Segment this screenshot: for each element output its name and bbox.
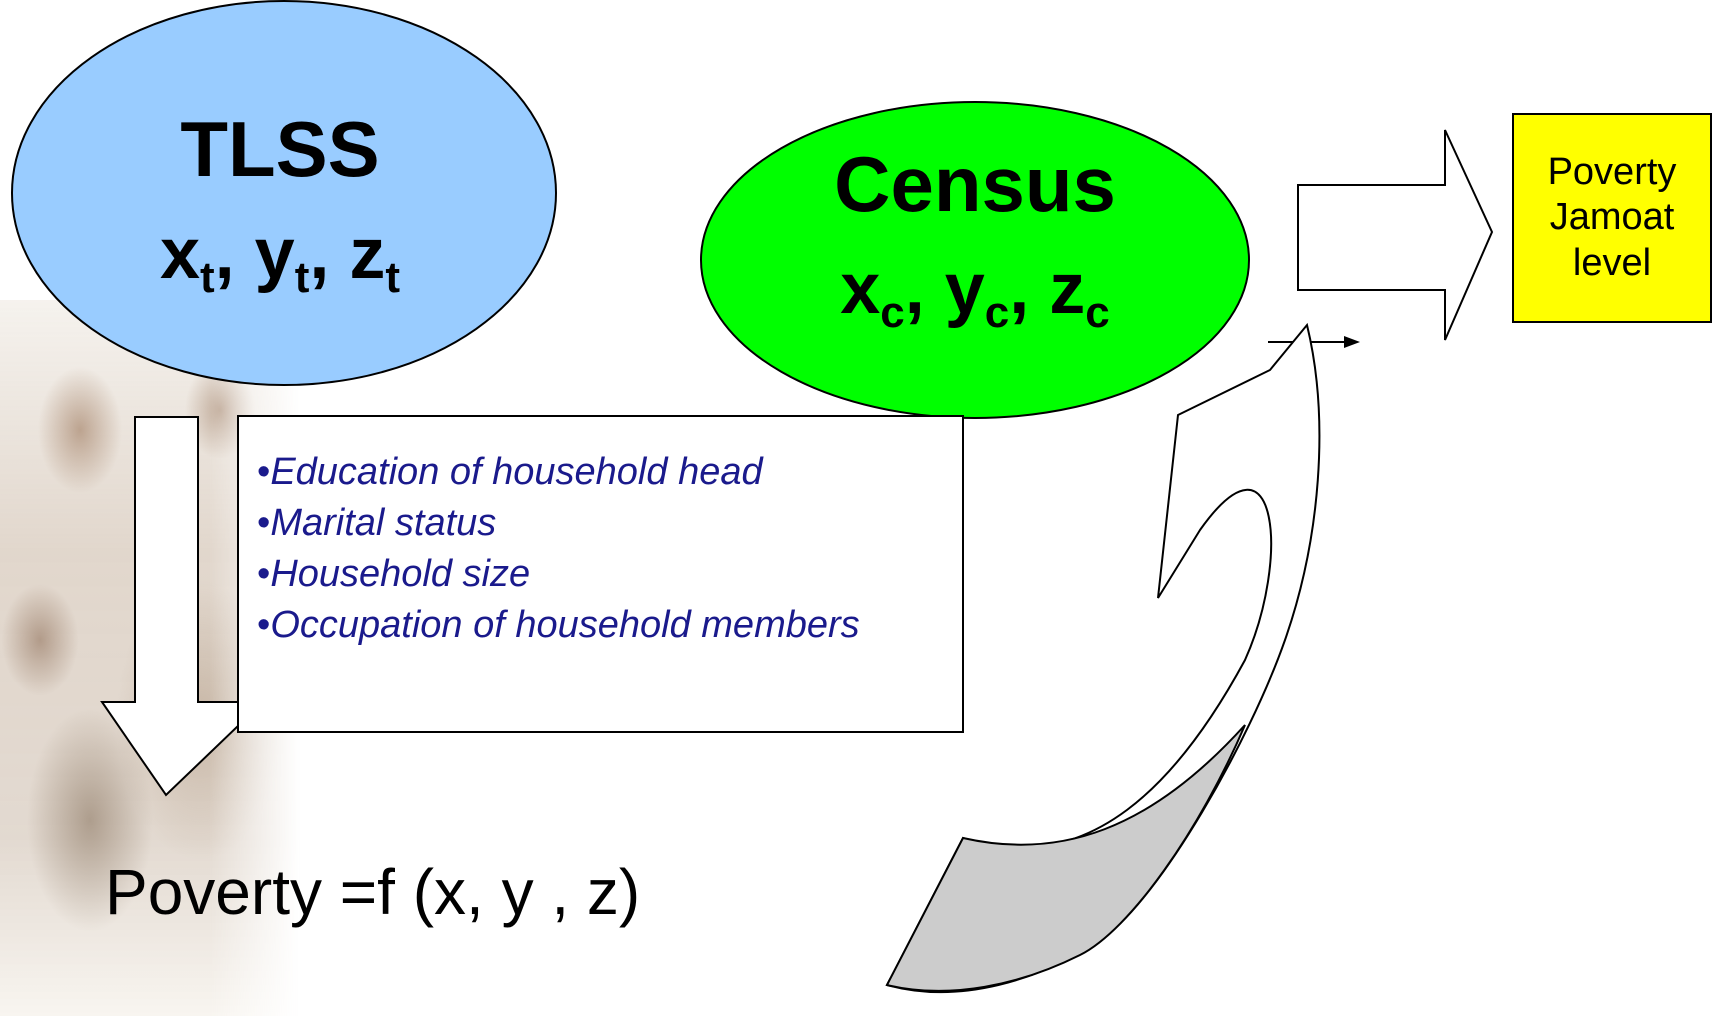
connector-arrowhead — [1344, 336, 1360, 348]
census-label: Census xc, yc, zc — [760, 145, 1190, 335]
down-arrow — [100, 416, 266, 797]
tlss-label: TLSS xt, yt, zt — [80, 110, 480, 300]
tlss-title: TLSS — [180, 105, 380, 193]
census-var-x: xc, — [840, 249, 945, 337]
poverty-box-line-1: Poverty — [1547, 150, 1677, 193]
list-item: Education of household head — [257, 447, 952, 498]
census-variables: xc, yc, zc — [760, 253, 1190, 335]
poverty-jamoat-box: Poverty Jamoat level — [1512, 113, 1712, 323]
tlss-var-x: xt, — [159, 214, 255, 302]
census-var-y: yc, — [944, 249, 1050, 337]
variables-list: Education of household head Marital stat… — [257, 447, 952, 651]
census-title: Census — [834, 140, 1116, 228]
list-item: Marital status — [257, 498, 952, 549]
poverty-box-line-3: level — [1572, 241, 1652, 284]
tlss-var-y: yt, — [254, 214, 350, 302]
tlss-ellipse — [11, 0, 557, 386]
census-ellipse — [700, 101, 1250, 419]
list-item: Occupation of household members — [257, 600, 952, 651]
list-item: Household size — [257, 549, 952, 600]
tlss-var-z: zt — [349, 214, 401, 302]
tlss-variables: xt, yt, zt — [80, 218, 480, 300]
curved-arrow-fold — [885, 724, 1246, 992]
census-var-z: zc — [1049, 249, 1110, 337]
poverty-box-line-2: Jamoat — [1549, 196, 1675, 239]
right-arrow — [1297, 129, 1494, 341]
variables-box: Education of household head Marital stat… — [237, 415, 964, 733]
poverty-formula: Poverty =f (x, y , z) — [105, 856, 641, 928]
